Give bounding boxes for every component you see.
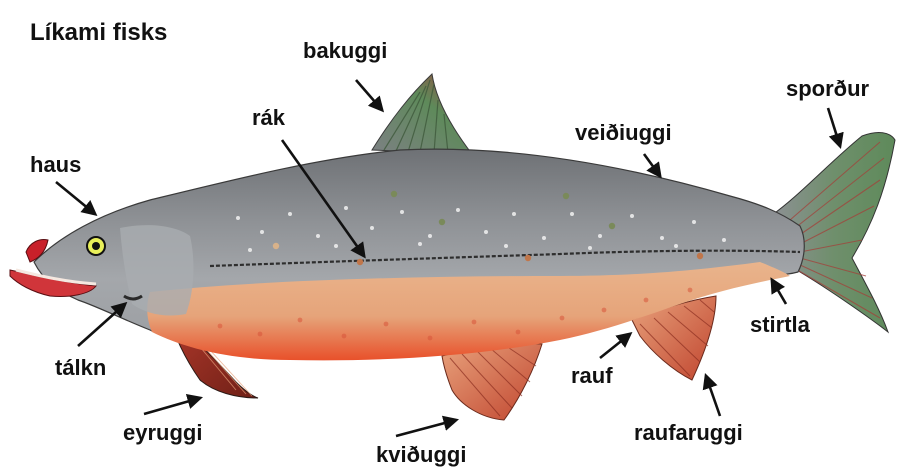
label-bakuggi: bakuggi <box>303 38 387 63</box>
label-kvidiuggi: kviðuggi <box>376 442 466 467</box>
arrow-rauf <box>600 334 630 358</box>
arrow-kvidiuggi <box>396 420 456 436</box>
label-rauf: rauf <box>571 363 613 388</box>
label-rak: rák <box>252 105 286 130</box>
label-talkn: tálkn <box>55 355 106 380</box>
label-eyruggi: eyruggi <box>123 420 202 445</box>
diagram-title: Líkami fisks <box>30 19 167 46</box>
arrow-eyruggi <box>144 398 200 414</box>
arrow-spordur <box>828 108 840 146</box>
arrow-stirtla <box>772 280 786 304</box>
arrow-veidiuggi <box>644 154 660 176</box>
arrow-haus <box>56 182 95 214</box>
label-veidiuggi: veiðiuggi <box>575 120 672 145</box>
eye-pupil <box>92 242 100 250</box>
label-haus: haus <box>30 152 81 177</box>
arrow-talkn <box>78 304 125 346</box>
arrow-bakuggi <box>356 80 382 110</box>
label-stirtla: stirtla <box>750 312 811 337</box>
label-raufaruggi: raufaruggi <box>634 420 743 445</box>
arrow-raufaruggi <box>706 376 720 416</box>
pelvic-fin <box>442 344 542 420</box>
label-spordur: sporður <box>786 76 870 101</box>
